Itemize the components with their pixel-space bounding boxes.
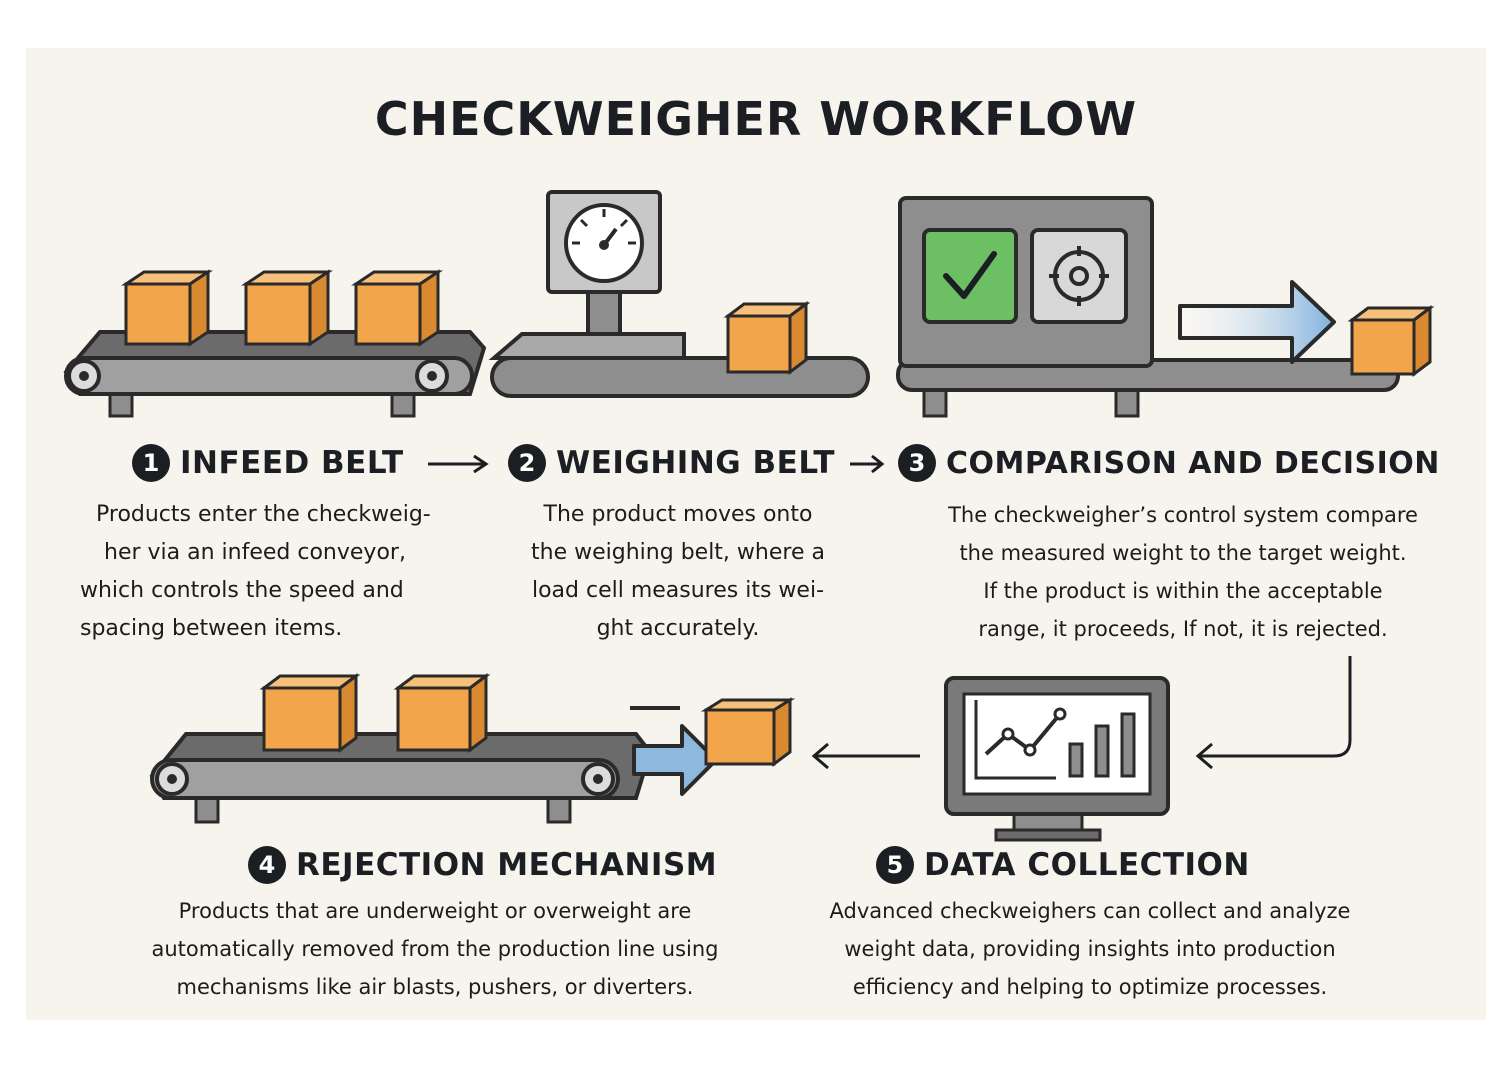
step-number-badge: 3: [898, 444, 936, 482]
description-line: the measured weight to the target weight…: [959, 541, 1407, 565]
step-1-heading: 1 INFEED BELT: [132, 444, 404, 482]
description-line: load cell measures its wei-: [531, 578, 825, 603]
description-line: weight data, providing insights into pro…: [844, 937, 1336, 961]
target-icon: [1030, 228, 1128, 324]
step-title: INFEED BELT: [180, 445, 404, 481]
description-line: spacing between items.: [80, 616, 343, 641]
step-title: DATA COLLECTION: [924, 847, 1250, 883]
box-icon: [1347, 305, 1435, 377]
box-icon: [121, 269, 213, 347]
step-number-badge: 4: [248, 846, 286, 884]
description-line: Products that are underweight or overwei…: [178, 899, 692, 923]
box-icon: [723, 301, 811, 375]
weighing-scale-icon: [488, 190, 870, 398]
step-4-heading: 4 REJECTION MECHANISM: [248, 846, 717, 884]
step-4-description: Products that are underweight or overwei…: [100, 892, 770, 1006]
rejection-conveyor-icon: [149, 673, 796, 824]
monitor-chart-icon: [944, 676, 1170, 842]
description-line: If the product is within the acceptable: [983, 579, 1383, 603]
flow-arrow-icon: [428, 454, 489, 474]
connector-arrow-icon: [1195, 656, 1352, 770]
step-5-description: Advanced checkweighers can collect and a…: [780, 892, 1400, 1006]
flow-arrow-icon: [850, 454, 885, 474]
flow-arrow-icon: [811, 742, 920, 770]
comparison-machine-icon: [896, 196, 1435, 418]
step-5-heading: 5 DATA COLLECTION: [876, 846, 1250, 884]
step-2-description: The product moves onto the weighing belt…: [508, 496, 848, 648]
description-line: the weighing belt, where a: [531, 540, 825, 565]
description-line: The product moves onto: [543, 502, 813, 527]
description-line: efficiency and helping to optimize proce…: [852, 975, 1328, 999]
description-line: Advanced checkweighers can collect and a…: [829, 899, 1351, 923]
box-icon: [393, 673, 491, 753]
page-title: CHECKWEIGHER WORKFLOW: [374, 92, 1138, 146]
description-line: her via an infeed conveyor,: [104, 540, 406, 565]
step-title: REJECTION MECHANISM: [296, 847, 718, 883]
forward-arrow-icon: [1178, 280, 1336, 364]
description-line: which controls the speed and: [80, 578, 404, 603]
description-line: Products enter the checkweig-: [96, 502, 431, 527]
infeed-conveyor-icon: [63, 269, 487, 418]
step-3-description: The checkweigher’s control system compar…: [918, 496, 1448, 648]
step-3-heading: 3 COMPARISON AND DECISION: [898, 444, 1440, 482]
description-line: range, it proceeds, If not, it is reject…: [978, 617, 1388, 641]
box-icon: [241, 269, 333, 347]
description-line: mechanisms like air blasts, pushers, or …: [176, 975, 694, 999]
description-line: The checkweigher’s control system compar…: [948, 503, 1418, 527]
step-number-badge: 2: [508, 444, 546, 482]
checkmark-icon: [922, 228, 1018, 324]
step-1-description: Products enter the checkweig- her via an…: [80, 496, 431, 648]
step-title: WEIGHING BELT: [556, 445, 836, 481]
step-number-badge: 1: [132, 444, 170, 482]
step-number-badge: 5: [876, 846, 914, 884]
description-line: automatically removed from the productio…: [151, 937, 719, 961]
box-icon: [351, 269, 443, 347]
description-line: ght accurately.: [596, 616, 760, 641]
reject-arrow-icon: [632, 724, 718, 796]
box-icon: [259, 673, 361, 753]
step-title: COMPARISON AND DECISION: [946, 445, 1440, 481]
box-icon: [700, 697, 796, 767]
step-2-heading: 2 WEIGHING BELT: [508, 444, 835, 482]
